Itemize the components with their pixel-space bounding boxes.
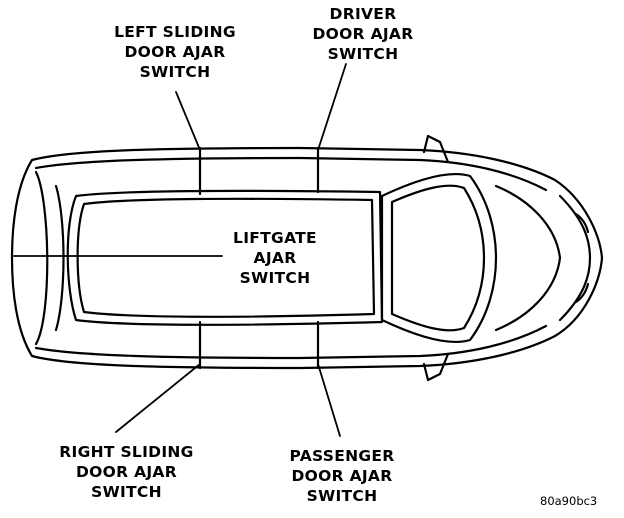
label-line: PASSENGER: [289, 447, 395, 465]
headlight-top: [574, 212, 590, 234]
windshield: [380, 172, 498, 344]
windshield-inner: [390, 184, 486, 332]
hood: [494, 184, 562, 332]
label-line: DOOR AJAR: [291, 467, 393, 485]
lower-body-side: [34, 324, 548, 360]
label-line: SWITCH: [327, 45, 399, 63]
vehicle-body-outline: [10, 146, 604, 370]
figure-code: 80a90bc3: [540, 494, 598, 508]
label-line: LEFT SLIDING: [114, 23, 236, 41]
driver-door-ajar-switch-label: DRIVER DOOR AJAR SWITCH: [288, 4, 438, 64]
right-sliding-door-ajar-switch-label: RIGHT SLIDING DOOR AJAR SWITCH: [44, 442, 209, 502]
leader-right-sliding: [115, 363, 201, 433]
roof-panel: [66, 189, 384, 326]
label-line: SWITCH: [239, 269, 311, 287]
label-line: SWITCH: [91, 483, 162, 501]
label-line: LIFTGATE: [233, 229, 317, 247]
left-sliding-door-ajar-switch-label: LEFT SLIDING DOOR AJAR SWITCH: [100, 22, 250, 82]
label-line: RIGHT SLIDING: [59, 443, 194, 461]
passenger-mirror: [422, 352, 450, 382]
liftgate-edge: [34, 170, 49, 346]
label-line: AJAR: [253, 249, 297, 267]
hood-front: [558, 194, 592, 322]
headlight-bottom: [574, 282, 590, 304]
label-line: DOOR AJAR: [76, 463, 177, 481]
liftgate-inner: [54, 184, 65, 332]
driver-mirror: [422, 134, 450, 164]
passenger-door-ajar-switch-label: PASSENGER DOOR AJAR SWITCH: [262, 446, 422, 506]
label-line: DOOR AJAR: [312, 25, 414, 43]
label-line: SWITCH: [139, 63, 211, 81]
leader-driver: [317, 63, 347, 151]
upper-body-side: [34, 156, 548, 192]
label-line: DRIVER: [329, 5, 397, 23]
roof-inner-line: [76, 197, 376, 318]
leader-passenger: [317, 363, 341, 437]
label-line: DOOR AJAR: [124, 43, 226, 61]
liftgate-ajar-switch-label: LIFTGATE AJAR SWITCH: [200, 228, 350, 288]
label-line: SWITCH: [306, 487, 378, 505]
leader-left-sliding: [175, 91, 201, 151]
